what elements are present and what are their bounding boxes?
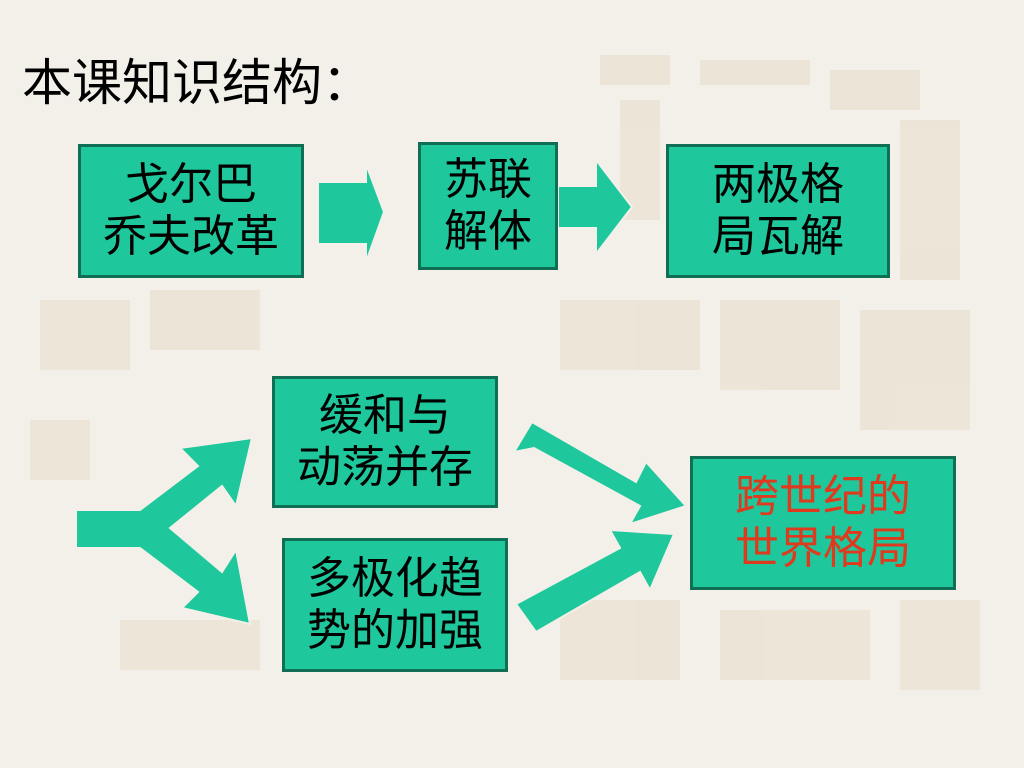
node-line: 解体 <box>444 206 532 257</box>
node-line: 戈尔巴 <box>125 159 257 211</box>
node-line: 动荡并存 <box>297 442 473 493</box>
slide-title: 本课知识结构： <box>22 54 372 112</box>
node-gorbachev-reform: 戈尔巴 乔夫改革 <box>78 144 304 278</box>
node-line: 多极化趋 <box>307 553 483 605</box>
arrow-fork-split <box>75 436 254 626</box>
arrow-gorbachev-to-soviet <box>317 163 386 263</box>
node-detente-turmoil: 缓和与 动荡并存 <box>272 376 498 508</box>
node-line: 苏联 <box>444 154 532 206</box>
node-line: 两极格 <box>712 159 844 211</box>
arrow-detente-to-world <box>511 420 688 526</box>
node-world-pattern: 跨世纪的 世界格局 <box>690 456 956 590</box>
node-multipolar-trend: 多极化趋 势的加强 <box>282 538 508 672</box>
arrow-multipolar-to-world <box>514 528 676 634</box>
node-line: 局瓦解 <box>712 211 844 262</box>
node-bipolar-collapse: 两极格 局瓦解 <box>666 144 890 278</box>
node-soviet-collapse: 苏联 解体 <box>418 142 558 270</box>
node-line: 跨世纪的 <box>735 471 911 523</box>
node-line: 世界格局 <box>735 523 911 574</box>
node-line: 势的加强 <box>307 605 483 656</box>
arrow-soviet-to-bipolar <box>557 157 634 257</box>
node-line: 乔夫改革 <box>103 211 279 262</box>
node-line: 缓和与 <box>319 390 451 442</box>
